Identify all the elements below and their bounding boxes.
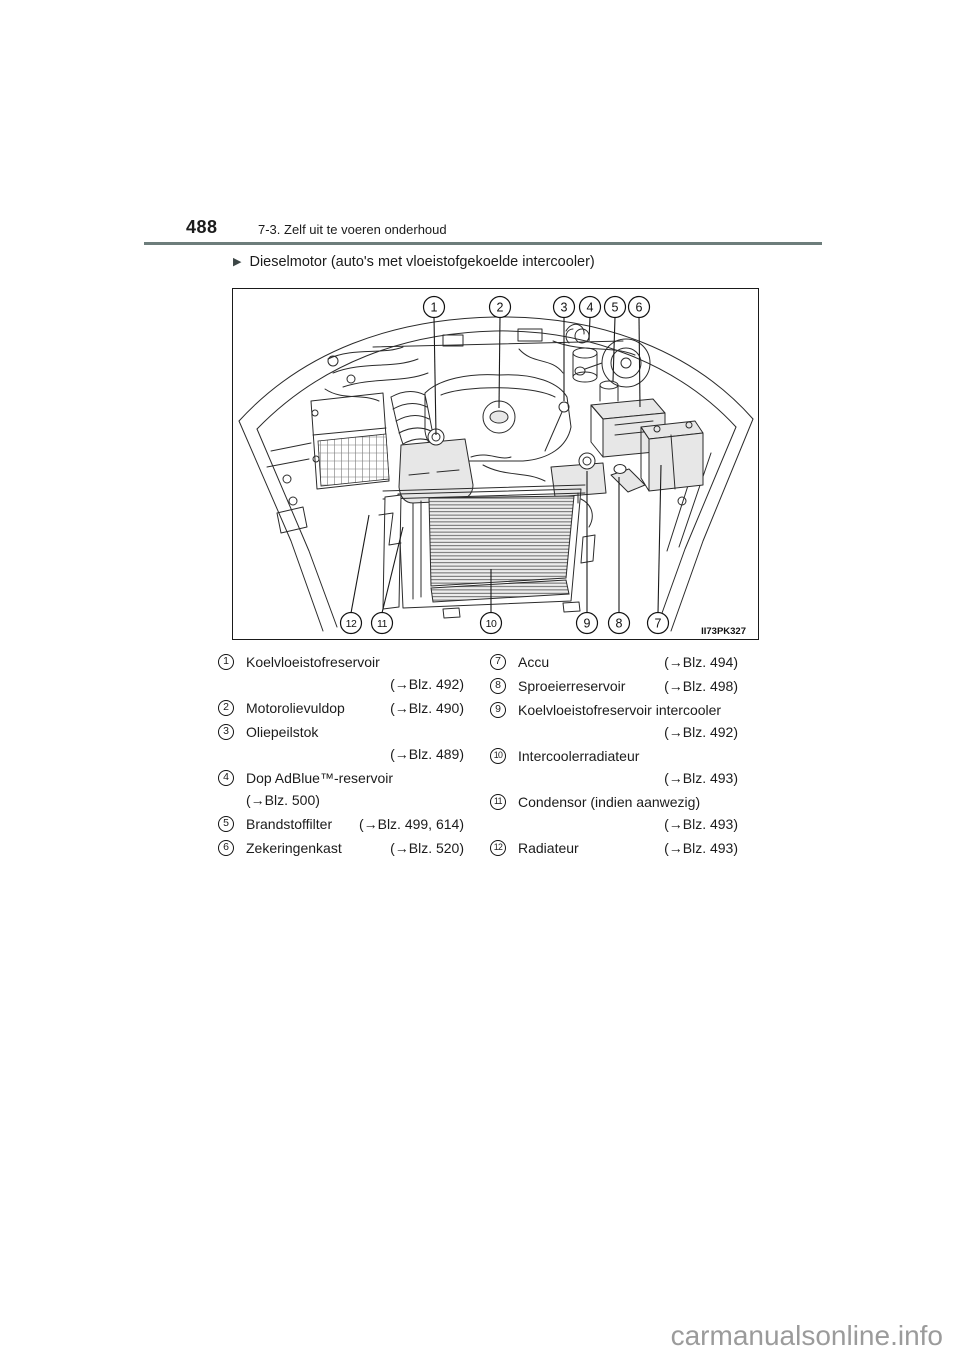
legend-item: 6 Zekeringenkast (→Blz. 520) [218, 837, 464, 859]
item-number-badge: 8 [490, 677, 506, 694]
intercooler-reservoir [550, 452, 607, 498]
hood-outline [238, 316, 754, 632]
callout-3: 3 [552, 295, 576, 319]
watermark: carmanualsonline.info [670, 1320, 943, 1351]
section-title: 7-3. Zelf uit te voeren onderhoud [258, 222, 447, 237]
legend-item: 2 Motorolievuldop (→Blz. 490) [218, 697, 464, 719]
item-number-badge: 5 [218, 815, 234, 832]
item-label: Zekeringenkast [246, 840, 342, 856]
radiator-assembly [378, 488, 596, 619]
svg-text:8: 8 [616, 617, 623, 631]
item-number-badge: 9 [490, 701, 506, 718]
svg-text:10: 10 [486, 618, 497, 630]
callout-4: 4 [578, 295, 602, 319]
header-rule [144, 242, 822, 245]
legend-item: 10 Intercoolerradiateur (→Blz. 493) [490, 745, 738, 789]
triangle-bullet-icon: ▶ [233, 255, 242, 268]
item-page-ref: (→Blz. 500) [246, 792, 320, 808]
legend-column-left: 1 Koelvloeistofreservoir (→Blz. 492) 2 Motor… [218, 651, 464, 861]
callout-8: 8 [607, 611, 631, 635]
svg-text:4: 4 [587, 301, 594, 315]
legend-item: 9 Koelvloeistofreservoir intercooler (→Blz… [490, 699, 738, 743]
item-number-badge: 2 [218, 699, 234, 716]
callout-1: 1 [422, 295, 446, 319]
callout-11: 11 [370, 611, 394, 635]
item-label: Radiateur [518, 840, 579, 856]
item-page-ref: (→Blz. 520) [390, 840, 464, 856]
item-page-ref: (→Blz. 489) [390, 746, 464, 762]
item-page-ref: (→Blz. 493) [664, 770, 738, 786]
item-number-badge: 1 [218, 653, 234, 670]
legend-item: 5 Brandstoffilter (→Blz. 499, 614) [218, 813, 464, 835]
item-page-ref: (→Blz. 498) [664, 678, 738, 694]
battery [640, 420, 704, 492]
item-label: Koelvloeistofreservoir intercooler [518, 702, 722, 718]
item-page-ref: (→Blz. 493) [664, 840, 738, 856]
item-number-badge: 10 [490, 747, 506, 764]
svg-text:7: 7 [655, 617, 662, 631]
item-page-ref: (→Blz. 490) [390, 700, 464, 716]
washer-reservoir [610, 464, 646, 493]
svg-text:6: 6 [636, 301, 643, 315]
callout-2: 2 [488, 295, 512, 319]
legend-item: 11 Condensor (indien aanwezig) (→Blz. 493) [490, 791, 738, 835]
item-number-badge: 11 [490, 793, 506, 810]
svg-text:5: 5 [612, 301, 619, 315]
callout-10: 10 [479, 611, 503, 635]
item-label: Motorolievuldop [246, 700, 345, 716]
callout-5: 5 [603, 295, 627, 319]
leader-lines [350, 316, 662, 614]
item-number-badge: 6 [218, 839, 234, 856]
item-label: Koelvloeistofreservoir [246, 654, 380, 670]
item-page-ref: (→Blz. 492) [664, 724, 738, 740]
svg-text:1: 1 [431, 301, 438, 315]
item-page-ref: (→Blz. 493) [664, 816, 738, 832]
legend-item: 3 Oliepeilstok (→Blz. 489) [218, 721, 464, 765]
item-label: Condensor (indien aanwezig) [518, 794, 701, 810]
svg-text:2: 2 [497, 301, 504, 315]
svg-text:11: 11 [377, 618, 388, 630]
item-label: Sproeierreservoir [518, 678, 626, 694]
item-page-ref: (→Blz. 499, 614) [358, 816, 464, 832]
legend-item: 4 Dop AdBlue™-reservoir (→Blz. 500) [218, 767, 464, 811]
coolant-reservoir [398, 428, 512, 504]
item-number-badge: 3 [218, 723, 234, 740]
svg-text:3: 3 [561, 301, 568, 315]
brake-booster [574, 338, 651, 388]
item-label: Oliepeilstok [246, 724, 319, 740]
legend-column-right: 7 Accu (→Blz. 494) 8 Sproeierreservoir (→Blz.… [490, 651, 738, 861]
legend-item: 7 Accu (→Blz. 494) [490, 651, 738, 673]
figure-code: II73PK327 [701, 626, 746, 637]
air-cleaner-box [310, 391, 438, 490]
item-number-badge: 12 [490, 839, 506, 856]
item-number-badge: 7 [490, 653, 506, 670]
item-label: Brandstoffilter [246, 816, 333, 832]
dipstick [544, 401, 570, 452]
engine-bay-figure: 1 2 3 4 5 6 12 11 10 9 8 7 II73PK327 [232, 288, 759, 640]
item-label: Intercoolerradiateur [518, 748, 640, 764]
figure-heading: ▶ Dieselmotor (auto's met vloeistofgekoe… [233, 254, 595, 270]
adblue-and-fuel-filter [565, 323, 619, 402]
page-number: 488 [186, 217, 218, 237]
callout-6: 6 [627, 295, 651, 319]
item-label: Dop AdBlue™-reservoir [246, 770, 394, 786]
engine-bay-illustration: 1 2 3 4 5 6 12 11 10 9 8 7 II73PK327 [238, 295, 754, 637]
callout-7: 7 [646, 611, 670, 635]
item-label: Accu [518, 654, 550, 670]
legend-item: 1 Koelvloeistofreservoir (→Blz. 492) [218, 651, 464, 695]
callout-9: 9 [575, 611, 599, 635]
item-page-ref: (→Blz. 494) [664, 654, 738, 670]
legend-item: 8 Sproeierreservoir (→Blz. 498) [490, 675, 738, 697]
item-number-badge: 4 [218, 769, 234, 786]
svg-text:12: 12 [346, 618, 357, 630]
item-page-ref: (→Blz. 492) [390, 676, 464, 692]
callout-12: 12 [339, 611, 363, 635]
svg-text:9: 9 [584, 617, 591, 631]
figure-heading-label: Dieselmotor (auto's met vloeistofgekoeld… [249, 254, 595, 270]
legend-item: 12 Radiateur (→Blz. 493) [490, 837, 738, 859]
